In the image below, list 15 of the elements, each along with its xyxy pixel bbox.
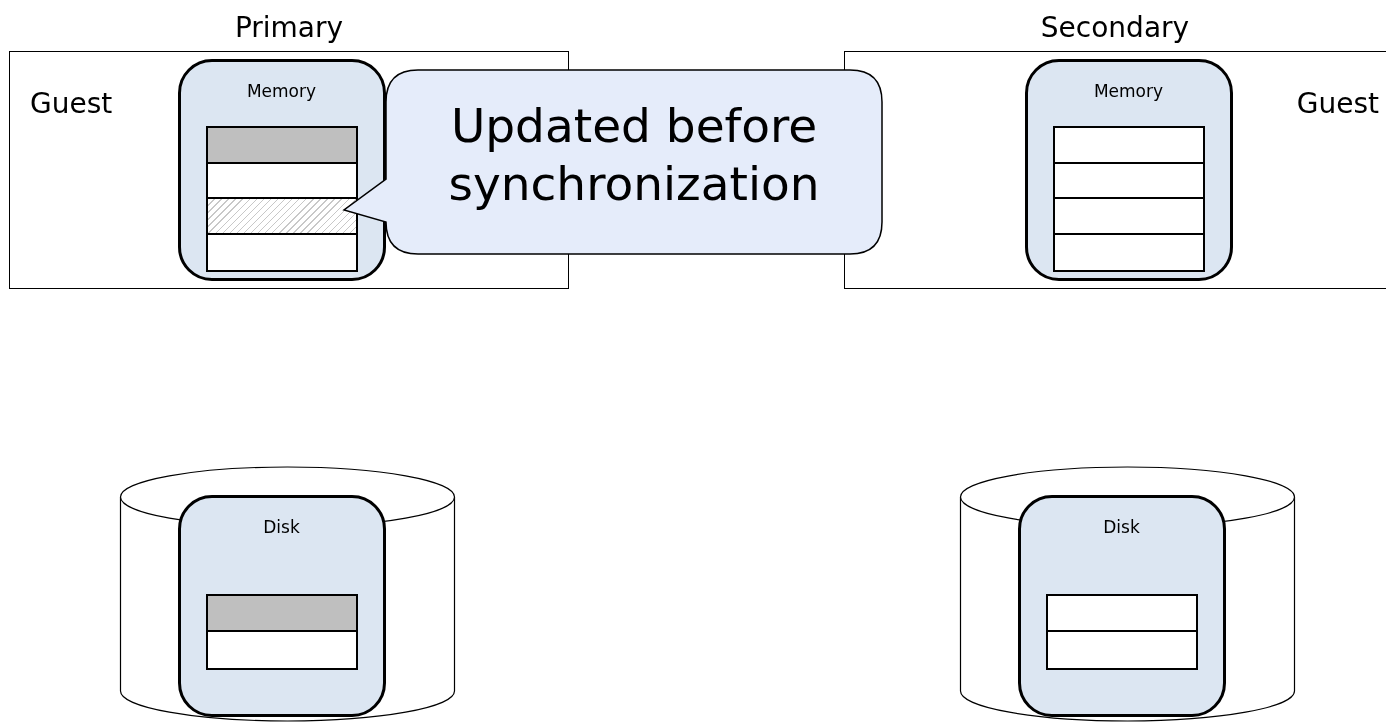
memory-block	[1025, 59, 1233, 281]
host-heading: Secondary	[1039, 11, 1191, 44]
memory-label: Memory	[245, 81, 318, 101]
disk-label: Disk	[1102, 517, 1141, 537]
guest-label: Guest	[1296, 87, 1379, 120]
disk-block	[1018, 495, 1226, 717]
disk-block	[178, 495, 386, 717]
speech-callout	[340, 69, 884, 256]
host-frame	[844, 51, 1386, 289]
memory-label: Memory	[1092, 81, 1165, 101]
memory-block	[178, 59, 386, 281]
disk-label: Disk	[262, 517, 301, 537]
host-heading: Primary	[233, 11, 345, 44]
callout-text: Updated before synchronization	[447, 97, 821, 213]
guest-label: Guest	[30, 87, 113, 120]
